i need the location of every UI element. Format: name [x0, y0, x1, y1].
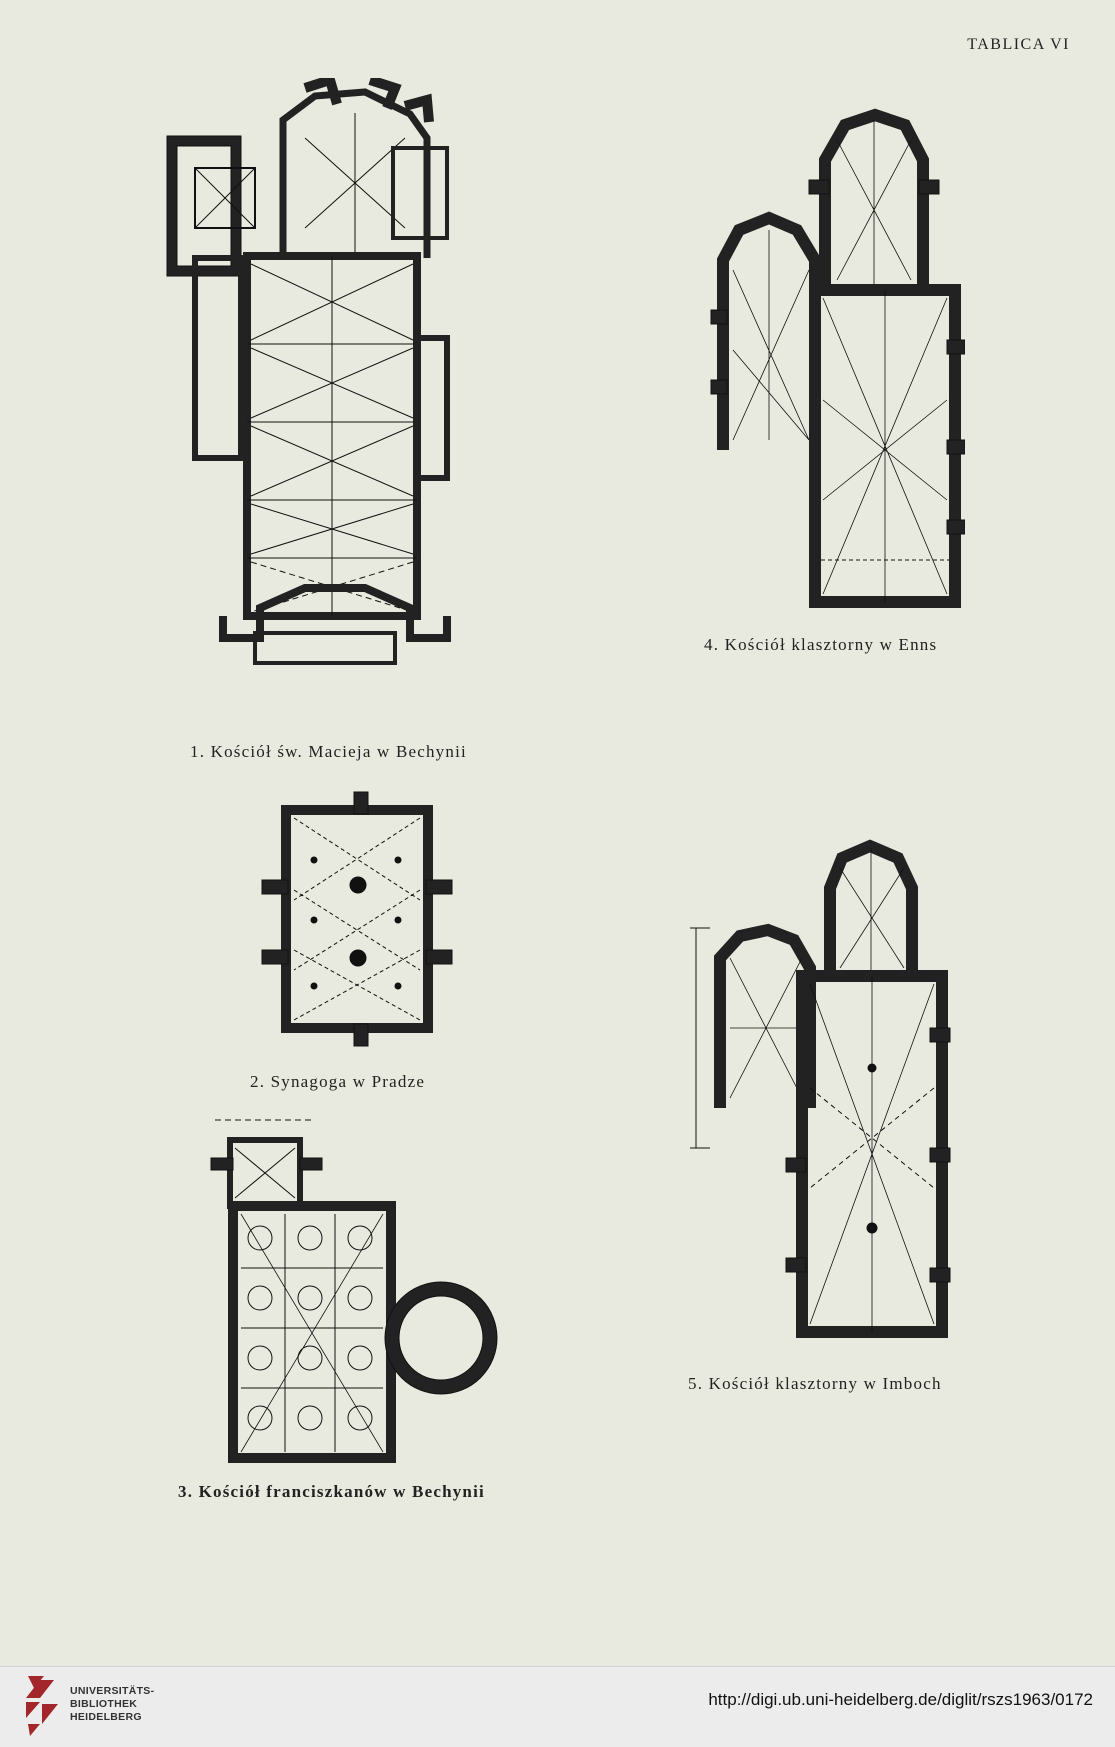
- library-name-line: BIBLIOTHEK: [70, 1698, 138, 1710]
- caption-figure-5: 5. Kościół klasztorny w Imboch: [688, 1374, 942, 1393]
- footer-bar: [0, 1666, 1115, 1747]
- caption-figure-3: 3. Kościół franciszkanów w Bechynii: [178, 1482, 485, 1501]
- source-url-link[interactable]: http://digi.ub.uni-heidelberg.de/diglit/…: [708, 1690, 1093, 1709]
- plate-title: TABLICA VI: [967, 36, 1070, 53]
- caption-figure-4: 4. Kościół klasztorny w Enns: [704, 635, 938, 654]
- floor-plan-4: [710, 108, 965, 608]
- caption-figure-2: 2. Synagoga w Pradze: [250, 1072, 426, 1091]
- plate-page: TABLICA VI 1. Kościół św: [166, 36, 1070, 1501]
- library-name-line: UNIVERSITÄTS-: [70, 1685, 155, 1697]
- floor-plan-1: [166, 78, 451, 665]
- floor-plan-5: [690, 839, 951, 1338]
- floor-plan-3: [210, 1119, 498, 1463]
- floor-plan-2: [261, 791, 453, 1047]
- library-name: UNIVERSITÄTS- BIBLIOTHEK HEIDELBERG: [70, 1685, 154, 1724]
- library-name-line: HEIDELBERG: [70, 1711, 142, 1723]
- caption-figure-1: 1. Kościół św. Macieja w Bechynii: [190, 742, 467, 761]
- library-logo-icon: [26, 1676, 58, 1736]
